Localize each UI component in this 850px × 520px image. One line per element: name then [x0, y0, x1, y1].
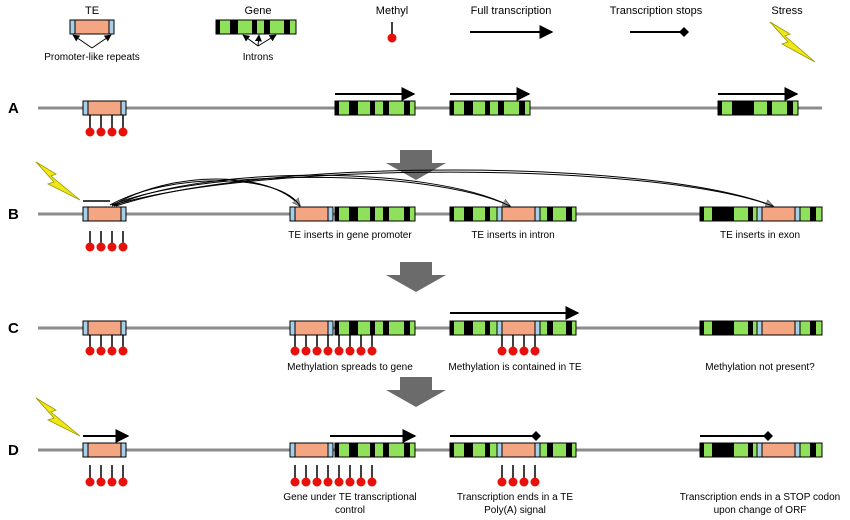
label-gene-under-te-line2: control [335, 505, 365, 516]
legend-te-icon [69, 19, 115, 49]
legend: TE Promoter-like repeats Gene Introns Me… [44, 5, 816, 63]
legend-te-title: TE [85, 5, 99, 17]
label-methylation-spreads: Methylation spreads to gene [287, 362, 413, 373]
label-methylation-contained: Methylation is contained in TE [448, 362, 582, 373]
methyl-group [497, 465, 540, 487]
te-element [82, 206, 127, 222]
gene-2-te-intron [449, 442, 577, 458]
methyl-group [290, 465, 377, 487]
methyl-group [290, 335, 377, 356]
legend-te-subtitle: Promoter-like repeats [44, 52, 140, 63]
gene-1-te-promoter [289, 206, 416, 222]
legend-full-title: Full transcription [471, 5, 552, 17]
row-a: A [8, 87, 822, 137]
gene-1-te-promoter [289, 320, 416, 336]
gene-3-te-exon [699, 442, 823, 458]
gene-1-te-promoter [289, 442, 416, 458]
row-b: B [8, 161, 823, 252]
gene-1 [334, 100, 416, 116]
gene-3 [717, 100, 799, 116]
label-te-inserts-intron: TE inserts in intron [471, 230, 554, 241]
legend-methyl-title: Methyl [376, 5, 408, 17]
legend-gene-subtitle: Introns [243, 52, 274, 63]
methyl-group [85, 115, 128, 137]
lightning-icon [35, 161, 81, 201]
legend-stops-title: Transcription stops [610, 5, 703, 17]
row-label-d: D [8, 442, 19, 459]
row-c: C [8, 306, 823, 373]
lightning-icon [769, 21, 816, 63]
methyl-group [85, 335, 128, 356]
label-methylation-not-present: Methylation not present? [705, 362, 815, 373]
te-element [82, 100, 127, 116]
methyl-group [85, 231, 128, 252]
gene-3-te-exon [699, 320, 823, 336]
label-polya-line2: Poly(A) signal [484, 505, 546, 516]
label-te-inserts-exon: TE inserts in exon [720, 230, 800, 241]
row-label-a: A [8, 100, 19, 117]
gene-2 [449, 100, 531, 116]
row-label-b: B [8, 206, 19, 223]
label-polya-line1: Transcription ends in a TE [457, 492, 573, 503]
legend-gene-title: Gene [245, 5, 272, 17]
insertion-arcs [109, 169, 773, 206]
row-d: D [8, 397, 840, 516]
label-te-inserts-promoter: TE inserts in gene promoter [288, 230, 412, 241]
legend-gene-icon [215, 19, 297, 47]
lightning-icon [35, 397, 81, 437]
te-element [82, 320, 127, 336]
row-label-c: C [8, 320, 19, 337]
down-arrow-icon [386, 262, 446, 292]
down-arrow-icon [386, 150, 446, 180]
te-element [82, 442, 127, 458]
label-stop-codon-line2: upon change of ORF [714, 505, 807, 516]
methyl-lollipop-icon [387, 22, 397, 43]
label-stop-codon-line1: Transcription ends in a STOP codon [680, 492, 840, 503]
methyl-group [85, 465, 128, 487]
legend-stress-title: Stress [771, 5, 803, 17]
gene-2-te-intron [449, 206, 577, 222]
methyl-group [497, 335, 540, 356]
gene-2-te-intron [449, 320, 577, 336]
gene-3-te-exon [699, 206, 823, 222]
down-arrow-icon [386, 377, 446, 407]
label-gene-under-te-line1: Gene under TE transcriptional [283, 492, 416, 503]
